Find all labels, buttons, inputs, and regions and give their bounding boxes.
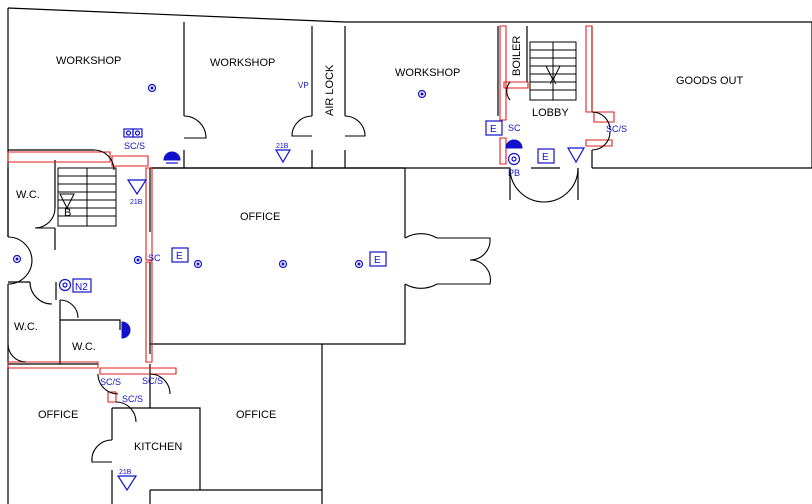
svg-text:E: E bbox=[374, 255, 381, 266]
bell-icon bbox=[163, 151, 181, 164]
smoke-detector-icon bbox=[12, 254, 22, 264]
smoke-detector-icon bbox=[278, 259, 288, 269]
door-swings bbox=[7, 81, 611, 463]
fire-rated-walls bbox=[7, 25, 615, 403]
label-scs-lobby: SC/S bbox=[606, 124, 627, 134]
bells bbox=[121, 139, 523, 339]
room-labels: WORKSHOP WORKSHOP WORKSHOP AIR LOCK BOIL… bbox=[14, 36, 744, 453]
label-wc-3: W.C. bbox=[72, 341, 96, 353]
label-goods-out: GOODS OUT bbox=[676, 75, 744, 87]
stair-b bbox=[57, 167, 117, 227]
svg-text:E: E bbox=[176, 251, 183, 262]
extinguisher-box-icon: E bbox=[485, 120, 503, 136]
label-wc-1: W.C. bbox=[16, 189, 40, 201]
stair-a bbox=[529, 41, 577, 101]
fire-labels: VP SC SC SC/S SC/S SC/S SC/S SC/S PB N2 bbox=[58, 81, 627, 404]
extinguisher-box-icon: E bbox=[171, 247, 189, 263]
label-pb: PB bbox=[508, 168, 520, 178]
label-workshop-2: WORKSHOP bbox=[210, 57, 275, 69]
label-office-main: OFFICE bbox=[240, 211, 280, 223]
svg-text:21B: 21B bbox=[119, 469, 132, 476]
call-point-icon bbox=[123, 128, 143, 138]
label-sc-office: SC bbox=[148, 253, 161, 263]
walls bbox=[7, 7, 812, 504]
label-scs-lower-2: SC/S bbox=[142, 376, 163, 386]
label-sc-lobby: SC bbox=[508, 123, 521, 133]
smoke-detector-icon bbox=[417, 89, 427, 99]
svg-text:E: E bbox=[490, 124, 497, 135]
label-wc-2: W.C. bbox=[14, 321, 38, 333]
label-office-left: OFFICE bbox=[38, 409, 78, 421]
bell-icon bbox=[505, 139, 523, 149]
smoke-detector-icon bbox=[133, 255, 143, 265]
label-office-lower: OFFICE bbox=[236, 409, 276, 421]
sounder-triangle-icon: 21B bbox=[274, 143, 292, 164]
extinguisher-box-icon: E bbox=[369, 251, 387, 267]
call-point-icon bbox=[507, 152, 521, 166]
extinguishers: E E E E bbox=[171, 120, 555, 267]
sounder-triangle-icon bbox=[566, 147, 586, 164]
smoke-detector-icon bbox=[147, 83, 157, 93]
extinguisher-box-icon: E bbox=[537, 148, 555, 164]
label-stair-b: B bbox=[64, 207, 71, 219]
svg-text:E: E bbox=[542, 152, 549, 163]
label-vp: VP bbox=[298, 81, 309, 90]
call-point-icon: N2 bbox=[58, 278, 92, 293]
smoke-detector-icon bbox=[354, 259, 364, 269]
sounder-triangle-icon: 21B bbox=[126, 179, 148, 206]
label-lobby: LOBBY bbox=[532, 107, 569, 119]
label-kitchen: KITCHEN bbox=[134, 441, 182, 453]
sounder-triangle-icon: 21B bbox=[116, 469, 138, 492]
sounders: 21B 21B 21B bbox=[116, 143, 586, 492]
smoke-detectors bbox=[12, 83, 427, 269]
label-scs-lower-3: SC/S bbox=[122, 394, 143, 404]
label-boiler: BOILER bbox=[511, 36, 523, 76]
svg-text:21B: 21B bbox=[276, 143, 289, 150]
label-n2: N2 bbox=[75, 282, 88, 293]
label-air-lock: AIR LOCK bbox=[324, 64, 336, 116]
label-stair-a: A bbox=[550, 76, 556, 86]
label-workshop-3: WORKSHOP bbox=[395, 67, 460, 79]
bell-icon bbox=[121, 321, 131, 339]
smoke-detector-icon bbox=[193, 259, 203, 269]
label-workshop-1: WORKSHOP bbox=[56, 55, 121, 67]
label-scs-top: SC/S bbox=[124, 141, 145, 151]
label-scs-lower-1: SC/S bbox=[100, 377, 121, 387]
svg-text:21B: 21B bbox=[130, 199, 143, 206]
